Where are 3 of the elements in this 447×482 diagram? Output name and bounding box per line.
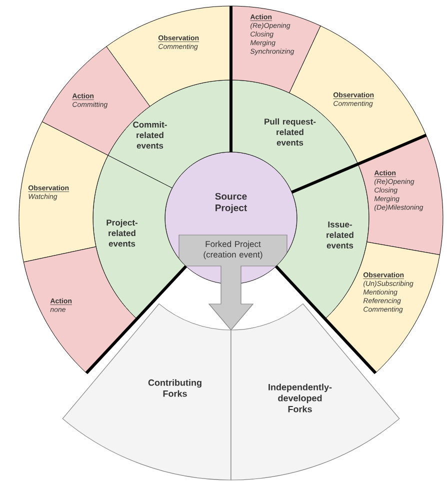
ring-segment: Project-related events xyxy=(92,155,186,320)
ring-segment: Commit-related events xyxy=(108,80,232,188)
down-arrow-callout: Forked Project (creation event) xyxy=(178,234,288,330)
